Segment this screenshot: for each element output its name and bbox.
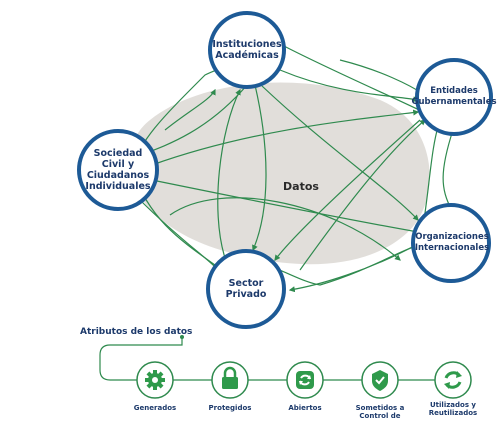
lock-icon (222, 366, 238, 389)
connection-arrows (126, 59, 454, 293)
node-circles (77, 11, 493, 329)
node-label-internacionales: Organizaciones Internacionales (414, 232, 490, 253)
refresh-icon (296, 371, 314, 389)
attribute-label-5: Utilizados y Reutilizados (428, 401, 478, 417)
central-data-area (130, 82, 430, 265)
center-label: Datos (283, 180, 319, 193)
attribute-label-2: Protegidos (208, 404, 252, 412)
gear-icon (145, 370, 165, 390)
attributes-timeline (99, 335, 472, 399)
attr-circle-5 (434, 361, 472, 399)
node-label-academicas: Instituciones Académicas (212, 39, 282, 61)
shield-check-icon (372, 370, 388, 391)
attribute-label-4: Sometidos a Control de (355, 404, 405, 420)
node-circle-gubernamentales (415, 58, 493, 136)
node-circle-privado (206, 249, 286, 329)
node-label-gubernamentales: Entidades Gubernamentales (411, 86, 497, 107)
node-label-privado: Sector Privado (225, 278, 267, 300)
attribute-label-3: Abiertos (288, 404, 322, 412)
node-circle-internacionales (411, 203, 491, 283)
recycle-icon (444, 371, 462, 389)
node-circle-academicas (208, 11, 286, 89)
attributes-title: Atributos de los datos (80, 327, 193, 337)
node-label-sociedad: Sociedad Civil y Ciudadanos Individuales (85, 148, 151, 192)
node-circle-sociedad (77, 129, 159, 211)
attribute-label-1: Generados (133, 404, 177, 412)
